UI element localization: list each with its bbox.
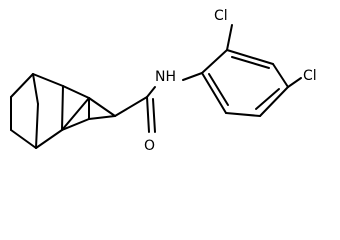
molecule-canvas: Cl Cl NH O bbox=[10, 8, 317, 154]
bond-carbonyl-o-1 bbox=[146, 96, 150, 133]
bond-ar-inner-1 bbox=[231, 56, 270, 69]
bond-core-1 bbox=[10, 73, 34, 98]
bond-ar-3 bbox=[272, 63, 289, 88]
bond-core-5 bbox=[61, 85, 64, 131]
bond-c-cl-top bbox=[226, 24, 233, 51]
bond-ar-1 bbox=[201, 49, 228, 74]
bond-c-n bbox=[146, 86, 156, 98]
bond-ar-inner-2 bbox=[255, 88, 280, 110]
bond-cp-5 bbox=[88, 97, 116, 117]
bond-ar-6 bbox=[201, 72, 227, 114]
bond-n-aryl bbox=[182, 72, 203, 81]
bond-carbonyl-o-2 bbox=[152, 98, 156, 133]
bond-ar-2 bbox=[226, 49, 274, 65]
bond-ar-5 bbox=[225, 112, 261, 117]
bond-c-cl-right bbox=[287, 77, 302, 88]
bond-bridge-2 bbox=[35, 103, 39, 149]
bond-core-3 bbox=[10, 129, 37, 149]
cyclopropane-ring bbox=[61, 85, 116, 131]
bond-ar-4 bbox=[259, 86, 289, 117]
bond-cp-2 bbox=[61, 97, 90, 131]
bond-cp-3 bbox=[61, 118, 90, 131]
atom-label-cl-right: Cl bbox=[303, 68, 317, 84]
bond-cp-6 bbox=[88, 115, 116, 120]
bond-carbonyl-c bbox=[114, 96, 148, 117]
structure-diagram: Cl Cl NH O bbox=[10, 8, 317, 154]
bicyclic-core bbox=[10, 73, 64, 149]
dichlorophenyl-ring bbox=[201, 24, 302, 117]
bond-ar-inner-3 bbox=[208, 73, 229, 106]
bond-cp-1 bbox=[62, 85, 90, 99]
bond-core-4 bbox=[32, 73, 64, 87]
bond-core-6 bbox=[35, 129, 63, 149]
atom-label-cl-top: Cl bbox=[214, 8, 228, 24]
atom-label-o: O bbox=[144, 138, 155, 154]
amide-group bbox=[114, 72, 203, 133]
bond-bridge-1 bbox=[32, 73, 39, 105]
atom-label-nh: NH bbox=[155, 69, 176, 85]
